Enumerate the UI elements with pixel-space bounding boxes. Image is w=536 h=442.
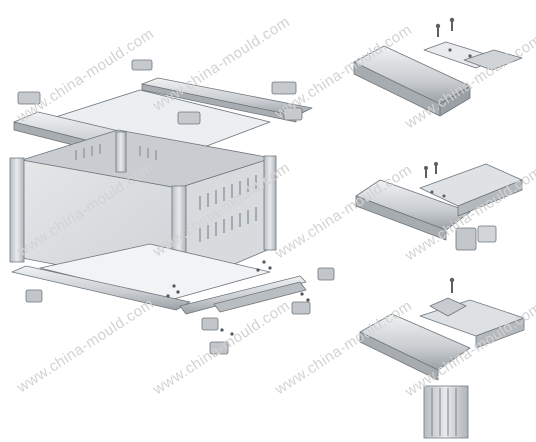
bottom-back-rail [179,275,307,315]
exploded-enclosure [9,59,335,355]
corner-detail-middle [355,162,523,251]
corner-posts [9,131,277,291]
bottom-feet [25,267,335,355]
back-vent-slots [75,144,157,160]
corner-detail-bottom [359,277,525,439]
bottom-side-rail [213,281,307,313]
screws [166,260,310,336]
bottom-front-rail [11,265,191,311]
corner-detail-top [353,17,523,117]
side-vent-slots [199,175,257,242]
